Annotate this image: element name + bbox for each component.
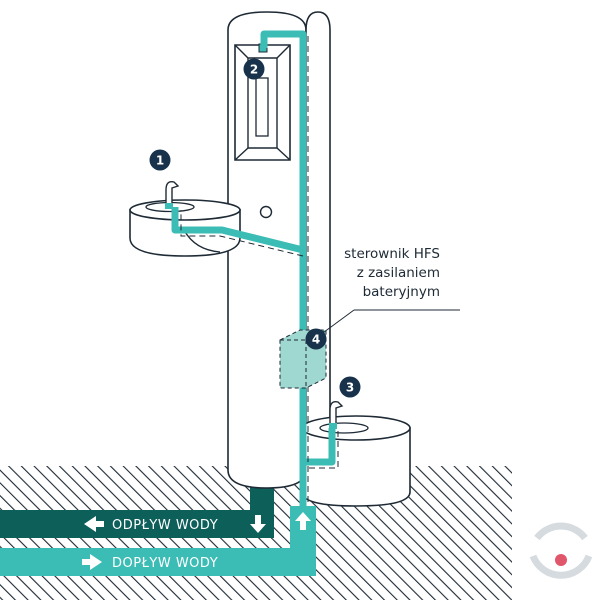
water-pipes: [171, 30, 336, 506]
callout-3: 3: [339, 376, 361, 398]
outflow-label: ODPŁYW WODY: [112, 518, 218, 533]
bottle-filler: [234, 43, 291, 161]
left-basin: [129, 180, 241, 257]
inflow-band: [0, 548, 316, 576]
controller-label-line2: z zasilaniem: [357, 265, 440, 281]
right-arrow-icon: [82, 554, 102, 570]
callout-1: 1: [149, 149, 171, 171]
controller-label-line1: sterownik HFS: [344, 246, 440, 262]
brand-logo: [529, 522, 593, 579]
down-arrow-icon: [250, 515, 266, 533]
pipe-to-fountain-1: [171, 207, 304, 254]
right-bubbler: [329, 400, 344, 429]
controller-label: sterownik HFS z zasilaniem bateryjnym: [344, 246, 440, 300]
sensor-button: [259, 205, 273, 219]
left-bubbler: [165, 180, 180, 208]
callout-4-number: 4: [312, 333, 320, 347]
pipe-to-fountain-3: [303, 428, 336, 466]
up-arrow-icon: [295, 512, 311, 530]
inflow-label: DOPŁYW WODY: [112, 556, 218, 571]
main-riser: [260, 30, 307, 506]
callout-3-number: 3: [346, 381, 354, 395]
callout-4: 4: [305, 328, 327, 350]
outflow-label-group: ODPŁYW WODY: [84, 515, 266, 533]
outflow-band: [0, 510, 274, 538]
callout-1-number: 1: [156, 154, 164, 168]
callout-2: 2: [243, 58, 265, 80]
inflow-label-group: DOPŁYW WODY: [82, 512, 311, 571]
logo-dot: [555, 554, 567, 566]
callout-2-number: 2: [250, 63, 258, 77]
controller-label-line3: bateryjnym: [363, 284, 440, 300]
pipe-dashes: [180, 36, 339, 504]
left-arrow-icon: [84, 516, 104, 532]
